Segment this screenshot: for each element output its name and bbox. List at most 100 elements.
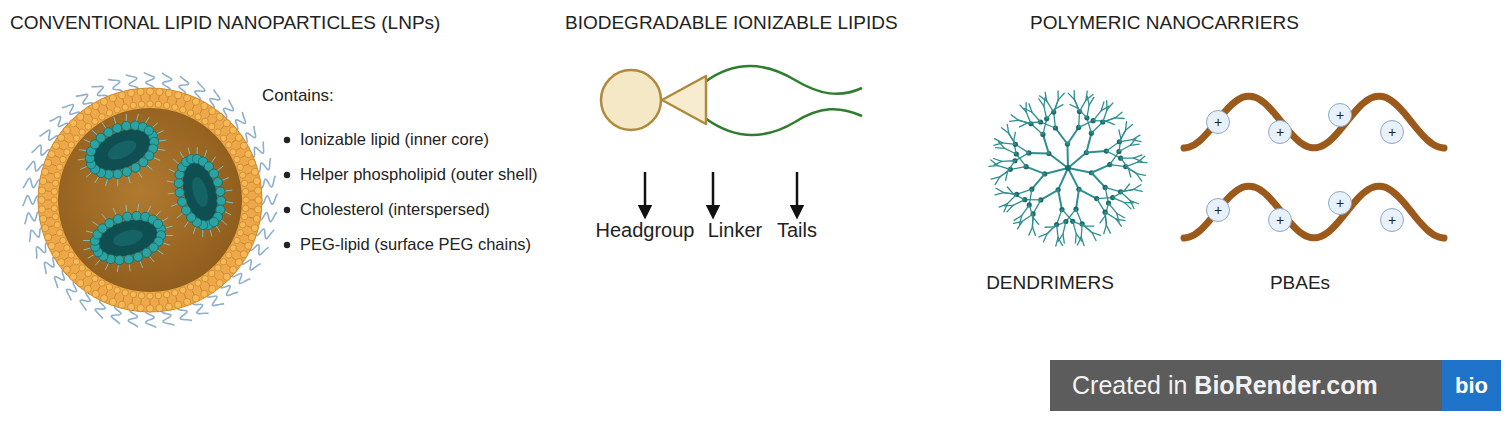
lipid-head [202, 118, 208, 124]
lipid-head [73, 259, 79, 265]
lipid-head [156, 88, 163, 95]
watermark-badge: Created inBioRender.combio [1050, 360, 1501, 411]
lipid-head [165, 303, 172, 310]
lipid-head [64, 149, 70, 155]
lipid-head [174, 301, 181, 308]
lipid-head [92, 275, 98, 281]
lipid-head [70, 273, 77, 280]
peg-chain [209, 89, 219, 108]
lipid-head [79, 265, 85, 271]
leader-arrow [712, 172, 715, 212]
charge-circle: + [1206, 110, 1230, 134]
section-heading: CONVENTIONAL LIPID NANOPARTICLES (LNPs) [10, 12, 440, 35]
lipid-head [234, 237, 240, 243]
lipid-head [172, 104, 178, 110]
lipid-head [109, 298, 116, 305]
lipid-head [99, 280, 105, 286]
lipid-head [54, 172, 60, 178]
micelle [66, 100, 178, 200]
list-item: Contains: [262, 86, 334, 106]
lipid-head [230, 245, 236, 251]
lipid-head [241, 213, 247, 219]
charge-circle: + [1328, 191, 1352, 215]
lipid-tail [705, 109, 862, 135]
lipid-head [215, 265, 221, 271]
charge-circle: + [1268, 208, 1292, 232]
lipid-head [57, 230, 63, 236]
headgroup-circle [601, 70, 661, 130]
linker-triangle [662, 76, 706, 124]
lipid-head [209, 108, 216, 115]
charge-sign: + [1214, 203, 1222, 217]
list-item: Cholesterol (interspersed) [300, 200, 490, 220]
bullet-dots [284, 137, 290, 248]
lipid-head [245, 151, 252, 158]
outer-shell [38, 88, 262, 312]
section-heading: BIODEGRADABLE IONIZABLE LIPIDS [565, 12, 898, 35]
charge-sign: + [1336, 196, 1344, 210]
lipid-head [42, 224, 49, 231]
watermark-text: Created in [1072, 371, 1187, 400]
lnp-illustration [23, 73, 278, 328]
lipid-head [138, 101, 144, 107]
lipid-head [77, 113, 84, 120]
charge-sign: + [1388, 125, 1396, 139]
lipid-head [248, 234, 255, 241]
lipid-head [51, 197, 57, 203]
lipid-head [245, 242, 252, 249]
lipid-head [48, 151, 55, 158]
charge-sign: + [1336, 108, 1344, 122]
lipid-head [114, 107, 120, 113]
lipid-head [156, 304, 163, 311]
charge-circle: + [1380, 120, 1404, 144]
lipid-head [195, 114, 201, 120]
lipid-head [137, 304, 144, 311]
lipid-head [130, 291, 136, 297]
lipid-head [209, 123, 215, 129]
lipid-head [51, 188, 57, 194]
lipid-head [248, 159, 255, 166]
lipid-head [138, 292, 144, 298]
lipid-head [60, 156, 66, 162]
lipid-head [92, 290, 99, 297]
lipid-head [84, 108, 91, 115]
micelle [157, 139, 242, 244]
peg-chain [146, 310, 157, 327]
part-label: DENDRIMERS [986, 272, 1114, 295]
peg-chain [250, 245, 269, 255]
lipid-head [192, 98, 199, 105]
charge-sign: + [1214, 115, 1222, 129]
lipid-head [234, 156, 240, 162]
phospholipid-bilayer [38, 88, 262, 312]
peg-chain [80, 292, 90, 311]
peg-chain [95, 300, 105, 319]
lipid-head [101, 295, 108, 302]
lipid-head [202, 275, 208, 281]
lipid-head [92, 102, 99, 109]
lipid-head [52, 142, 59, 149]
charge-sign: + [1276, 125, 1284, 139]
lipid-head [106, 284, 112, 290]
lipid-head [63, 266, 70, 273]
part-label: Linker [708, 218, 762, 242]
charge-circle: + [1206, 198, 1230, 222]
lipid-head [243, 197, 249, 203]
lipid-head [58, 134, 65, 141]
lipid-head [155, 292, 161, 298]
lipid-head [230, 127, 237, 134]
lipid-head [128, 303, 135, 310]
lipid-head [195, 280, 201, 286]
lipid-head [52, 180, 58, 186]
lipid-head [147, 293, 153, 299]
lipid-head [63, 127, 70, 134]
peg-chain [111, 306, 121, 325]
lipid-head [68, 142, 74, 148]
lipid-head [237, 230, 243, 236]
lipid-head [255, 196, 262, 203]
lipid-head [220, 259, 226, 265]
lipid-head [146, 305, 153, 312]
dendrimer-illustration [989, 91, 1147, 247]
lipid-head [223, 120, 230, 127]
part-label: Tails [777, 218, 817, 242]
